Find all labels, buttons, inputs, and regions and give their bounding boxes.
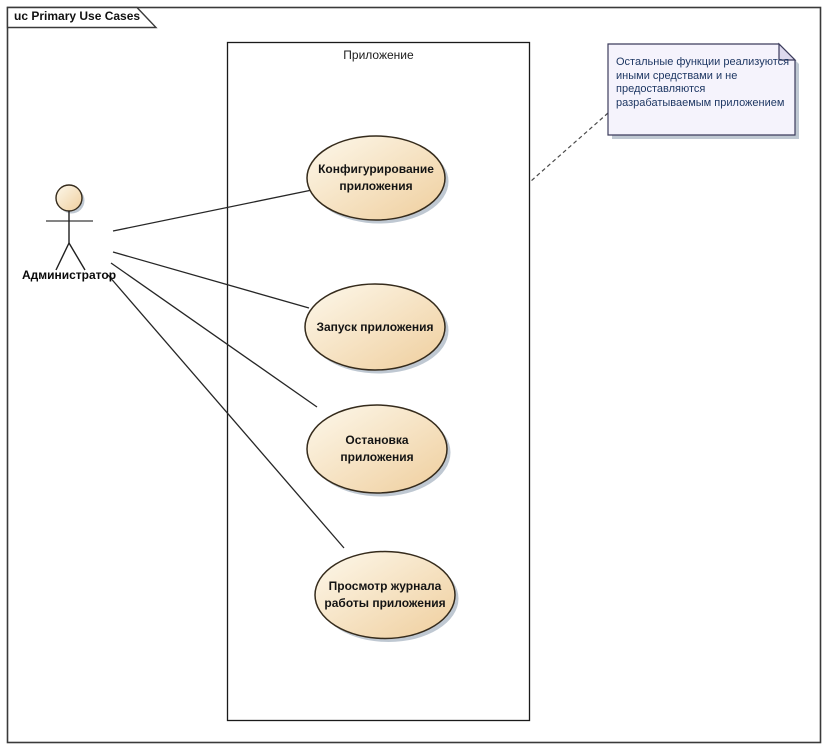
association-lines	[107, 189, 345, 549]
use-case-ellipse[interactable]	[306, 404, 448, 494]
note-element[interactable]	[607, 42, 799, 139]
association-view-log[interactable]	[107, 274, 345, 549]
note-body[interactable]	[607, 43, 796, 136]
association-configure[interactable]	[112, 189, 313, 232]
association-stop[interactable]	[110, 262, 318, 408]
use-case-start-app[interactable]	[304, 283, 449, 374]
use-case-ellipses	[304, 135, 459, 643]
note-folded-corner-icon	[778, 42, 797, 61]
note-link-dashed-line[interactable]	[530, 112, 609, 182]
actor-head[interactable]	[55, 184, 83, 212]
frame-title-tab	[6, 6, 158, 29]
association-start[interactable]	[112, 251, 310, 309]
actor-administrator[interactable]	[46, 184, 93, 271]
actor-left-leg	[55, 242, 70, 271]
diagram-frame	[6, 6, 822, 744]
use-case-ellipse[interactable]	[304, 283, 446, 371]
use-case-view-log[interactable]	[314, 550, 459, 643]
use-case-stop-app[interactable]	[306, 404, 451, 497]
system-boundary-label: Приложение	[343, 48, 414, 62]
use-case-ellipse[interactable]	[306, 135, 446, 221]
frame-title: uc Primary Use Cases	[14, 9, 141, 23]
actor-right-leg	[68, 242, 86, 271]
frame-border	[6, 6, 822, 744]
use-case-configure-app[interactable]	[306, 135, 449, 224]
use-case-ellipse[interactable]	[314, 550, 456, 640]
note-text: Остальные функции реализуются иными сред…	[616, 56, 790, 109]
actor-label: Администратор	[21, 268, 117, 282]
